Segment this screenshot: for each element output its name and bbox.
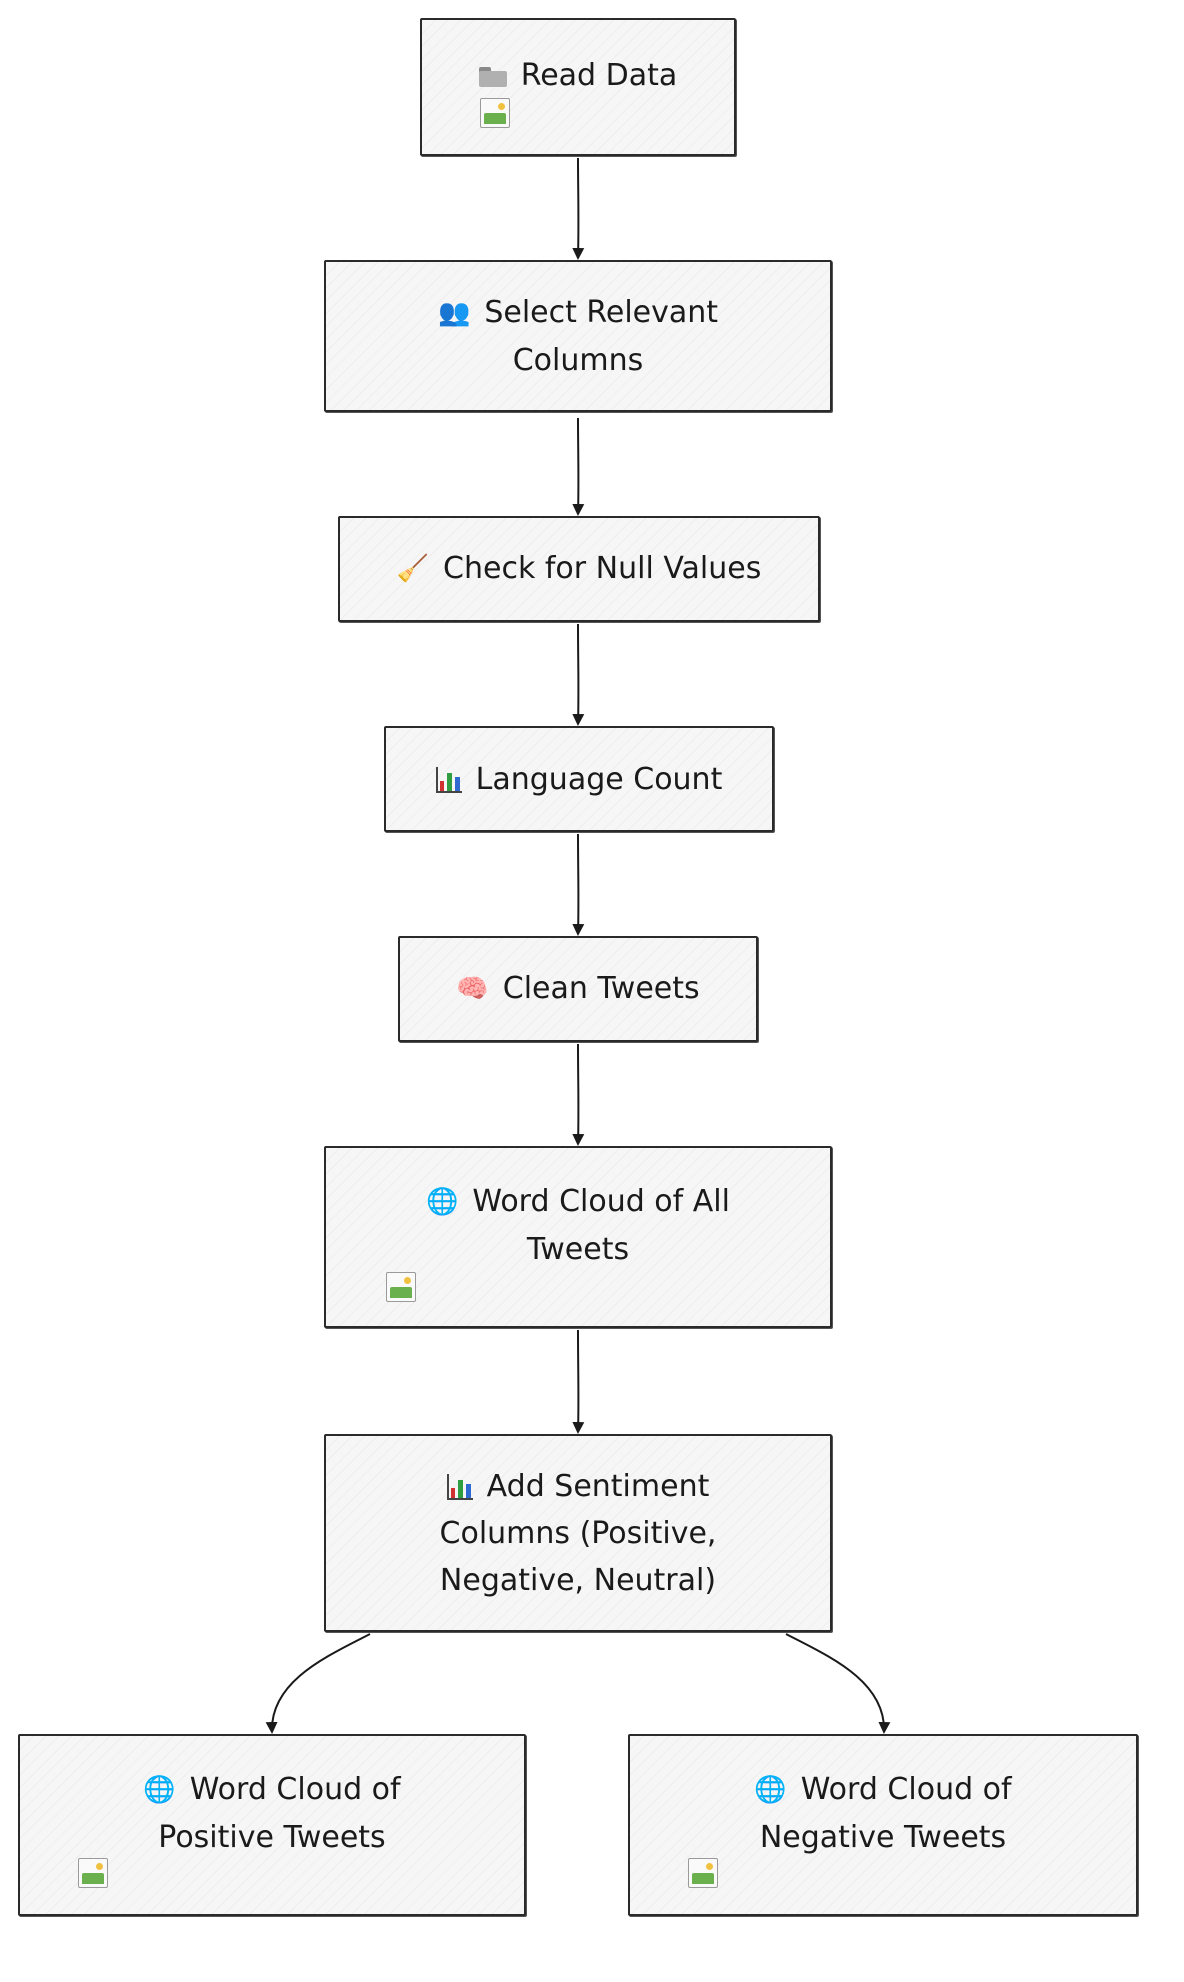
broom-icon: 🧹 [396,554,430,584]
node-word-cloud-all[interactable]: 🌐 Word Cloud of All Tweets [324,1146,832,1328]
node-word-cloud-positive[interactable]: 🌐 Word Cloud of Positive Tweets [18,1734,526,1916]
node-add-sentiment-line-2: Columns (Positive, [439,1515,717,1551]
node-read-data-line-1: Read Data [520,58,678,93]
node-language-count-row: Language Count [418,756,741,803]
node-language-count[interactable]: Language Count [384,726,774,832]
folder-icon [478,66,507,87]
node-word-cloud-all-line-2: Tweets [526,1232,630,1267]
node-add-sentiment-line-1: Add Sentiment [486,1468,710,1504]
node-check-null[interactable]: 🧹 Check for Null Values [338,516,820,622]
node-add-sentiment-line-3: Negative, Neutral) [439,1562,717,1598]
broken-image-icon [688,1858,718,1888]
edge-sentiment-neg [785,1633,891,1734]
brain-icon: 🧠 [456,974,489,1004]
broken-image-icon [480,98,510,128]
node-language-count-line-1: Language Count [475,761,723,797]
node-add-sentiment-row-1: Add Sentiment [429,1463,728,1510]
node-clean-tweets-row: 🧠 Clean Tweets [438,965,717,1013]
node-select-columns-line-2: Columns [512,342,644,378]
node-word-cloud-negative-line-1: Word Cloud of [800,1772,1012,1807]
node-word-cloud-negative-line-2: Negative Tweets [759,1820,1007,1855]
people-icon: 👥 [437,297,471,328]
node-clean-tweets[interactable]: 🧠 Clean Tweets [398,936,758,1042]
node-word-cloud-all-line-1: Word Cloud of All [472,1184,730,1219]
node-word-cloud-negative[interactable]: 🌐 Word Cloud of Negative Tweets [628,1734,1138,1916]
node-check-null-row: 🧹 Check for Null Values [379,545,780,593]
node-select-columns-row-1: 👥 Select Relevant [420,289,736,337]
bar-chart-icon [446,1474,473,1500]
node-clean-tweets-line-1: Clean Tweets [502,971,700,1006]
bar-chart-icon [435,767,462,793]
broken-image-icon [78,1858,108,1888]
node-select-columns-line-1: Select Relevant [484,294,719,330]
node-select-columns[interactable]: 👥 Select Relevant Columns [324,260,832,412]
node-word-cloud-positive-line-2: Positive Tweets [158,1820,386,1855]
node-read-data[interactable]: Read Data [420,18,736,156]
node-word-cloud-negative-row-1: 🌐 Word Cloud of [736,1766,1029,1814]
node-word-cloud-all-row-1: 🌐 Word Cloud of All [408,1178,748,1226]
globe-icon: 🌐 [143,1775,176,1805]
node-word-cloud-positive-row-1: 🌐 Word Cloud of [125,1766,418,1814]
node-add-sentiment[interactable]: Add Sentiment Columns (Positive, Negativ… [324,1434,832,1632]
globe-icon: 🌐 [426,1187,459,1217]
node-word-cloud-positive-line-1: Word Cloud of [189,1772,401,1807]
broken-image-icon [386,1272,416,1302]
edge-sentiment-pos [265,1633,371,1734]
node-check-null-line-1: Check for Null Values [443,551,762,586]
node-read-data-row: Read Data [461,52,696,99]
globe-icon: 🌐 [754,1775,787,1805]
